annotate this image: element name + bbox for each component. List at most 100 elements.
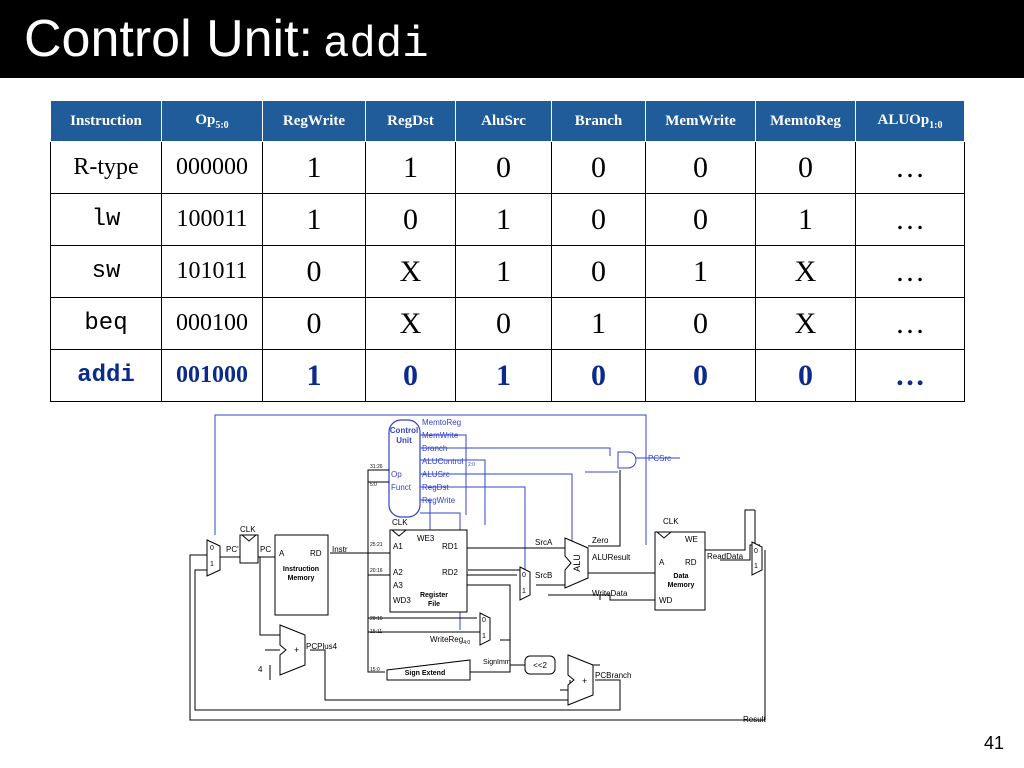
pc-mux-1: 1 [210, 561, 214, 568]
bits-20-16-a: 20:16 [370, 568, 383, 574]
bits-15-0: 15:0 [370, 667, 380, 673]
title-code: addi [323, 20, 429, 70]
label-signimm: SignImm [483, 659, 511, 666]
rf-a1: A1 [393, 542, 403, 551]
cell-regdst: 1 [365, 141, 456, 194]
table-row: sw 101011 0 X 1 0 1 X … [50, 245, 965, 298]
memtoreg-mux-0: 0 [754, 548, 758, 555]
sign-extend-label: Sign Extend [405, 670, 445, 677]
cell-alusrc: 1 [455, 349, 552, 402]
cell-instruction: R-type [50, 141, 162, 194]
table-row-highlighted: addi 001000 1 0 1 0 0 0 … [50, 349, 965, 402]
header-op: Op5:0 [161, 100, 263, 142]
alusrc-mux-0: 0 [522, 572, 526, 579]
table-row: lw 100011 1 0 1 0 0 1 … [50, 193, 965, 246]
dmem-clk-mark [656, 531, 672, 539]
control-input-funct: Funct [391, 483, 412, 492]
rf-clk-label: CLK [392, 518, 408, 527]
cell-memtoreg: 1 [755, 193, 856, 246]
label-srcb: SrcB [535, 571, 552, 580]
regdst-mux [479, 612, 491, 646]
header-aluop: ALUOp1:0 [855, 100, 965, 142]
shift-left-2 [524, 655, 556, 675]
label-four: 4 [258, 665, 263, 674]
label-aluresult: ALUResult [592, 553, 631, 562]
alusrc-mux [519, 566, 531, 601]
label-alucontrol: ALUControl [422, 457, 464, 466]
cell-aluop: … [855, 141, 965, 194]
cell-regdst: 0 [365, 193, 456, 246]
cell-alusrc: 0 [455, 297, 552, 350]
header-alusrc: AluSrc [455, 100, 552, 142]
cell-instruction: beq [50, 297, 162, 350]
label-writedata: WriteData [592, 589, 628, 598]
dmem-label-1: Data [673, 573, 688, 580]
shift-label: <<2 [533, 661, 547, 670]
pc-mux-0: 0 [210, 545, 214, 552]
cell-regdst: X [365, 297, 456, 350]
label-regwrite: RegWrite [422, 496, 456, 505]
bits-31-26: 31:26 [370, 464, 383, 470]
label-srca: SrcA [535, 538, 553, 547]
cell-memtoreg: X [755, 245, 856, 298]
cell-regwrite: 1 [262, 193, 366, 246]
cell-aluop: … [855, 245, 965, 298]
instruction-memory [274, 534, 329, 616]
register-file [389, 529, 468, 613]
cell-memwrite: 0 [645, 349, 756, 402]
cell-alusrc: 0 [455, 141, 552, 194]
label-pcbranch: PCBranch [595, 671, 631, 680]
memtoreg-mux [751, 541, 763, 576]
rf-rd1: RD1 [442, 542, 459, 551]
title-text: Control Unit: [24, 10, 313, 68]
label-instr: Instr [332, 545, 348, 554]
label-result: Result [743, 715, 766, 724]
label-memwrite: MemWrite [422, 431, 459, 440]
register-file-ports: WE3 A1 A2 A3 WD3 RD1 RD2 [393, 534, 459, 605]
pc-clk-label: CLK [240, 525, 256, 534]
control-unit-box [388, 419, 421, 518]
cell-branch: 0 [551, 141, 646, 194]
rf-we3: WE3 [417, 534, 435, 543]
rf-wd3: WD3 [393, 596, 411, 605]
control-output-labels: MemtoReg MemWrite Branch ALUControl 2:0 … [422, 418, 475, 505]
dmem-clk-label: CLK [663, 517, 679, 526]
cell-branch: 1 [551, 297, 646, 350]
adder-plus-2: + [582, 676, 587, 686]
label-pcplus4: PCPlus4 [306, 642, 338, 651]
cell-op: 000000 [161, 141, 263, 194]
header-memtoreg: MemtoReg [755, 100, 856, 142]
header-regdst: RegDst [365, 100, 456, 142]
cell-op: 001000 [161, 349, 263, 402]
rf-a3: A3 [393, 581, 403, 590]
control-signal-wires [214, 414, 680, 630]
cell-instruction: addi [50, 349, 162, 402]
datapath-diagram: Control Unit Op Funct MemtoReg MemWrite … [189, 414, 766, 724]
pc-register [239, 534, 259, 564]
cell-memtoreg: 0 [755, 141, 856, 194]
rf-a2: A2 [393, 568, 403, 577]
dmem-a: A [659, 558, 665, 567]
cell-regwrite: 0 [262, 245, 366, 298]
dmem-label-2: Memory [668, 582, 695, 589]
cell-memwrite: 1 [645, 245, 756, 298]
label-pc-prime: PC' [226, 545, 239, 554]
header-instruction: Instruction [50, 100, 162, 142]
dmem-rd: RD [685, 558, 697, 567]
rf-rd2: RD2 [442, 568, 459, 577]
pc-clk-mark [241, 534, 257, 542]
pc-plus4-adder [279, 624, 306, 676]
cell-regdst: X [365, 245, 456, 298]
data-memory-ports: WE A RD WD [659, 535, 698, 605]
control-unit-label-2: Unit [396, 436, 412, 445]
data-memory [654, 531, 706, 611]
header-regwrite: RegWrite [262, 100, 366, 142]
cell-memtoreg: X [755, 297, 856, 350]
bits-20-16-b: 20:16 [370, 616, 383, 622]
label-alucontrol-sub: 2:0 [468, 462, 475, 468]
label-zero: Zero [592, 536, 609, 545]
label-alusrc: ALUSrc [422, 470, 450, 479]
cell-instruction: sw [50, 245, 162, 298]
label-regdst: RegDst [422, 483, 449, 492]
bits-15-11: 15:11 [370, 629, 382, 635]
